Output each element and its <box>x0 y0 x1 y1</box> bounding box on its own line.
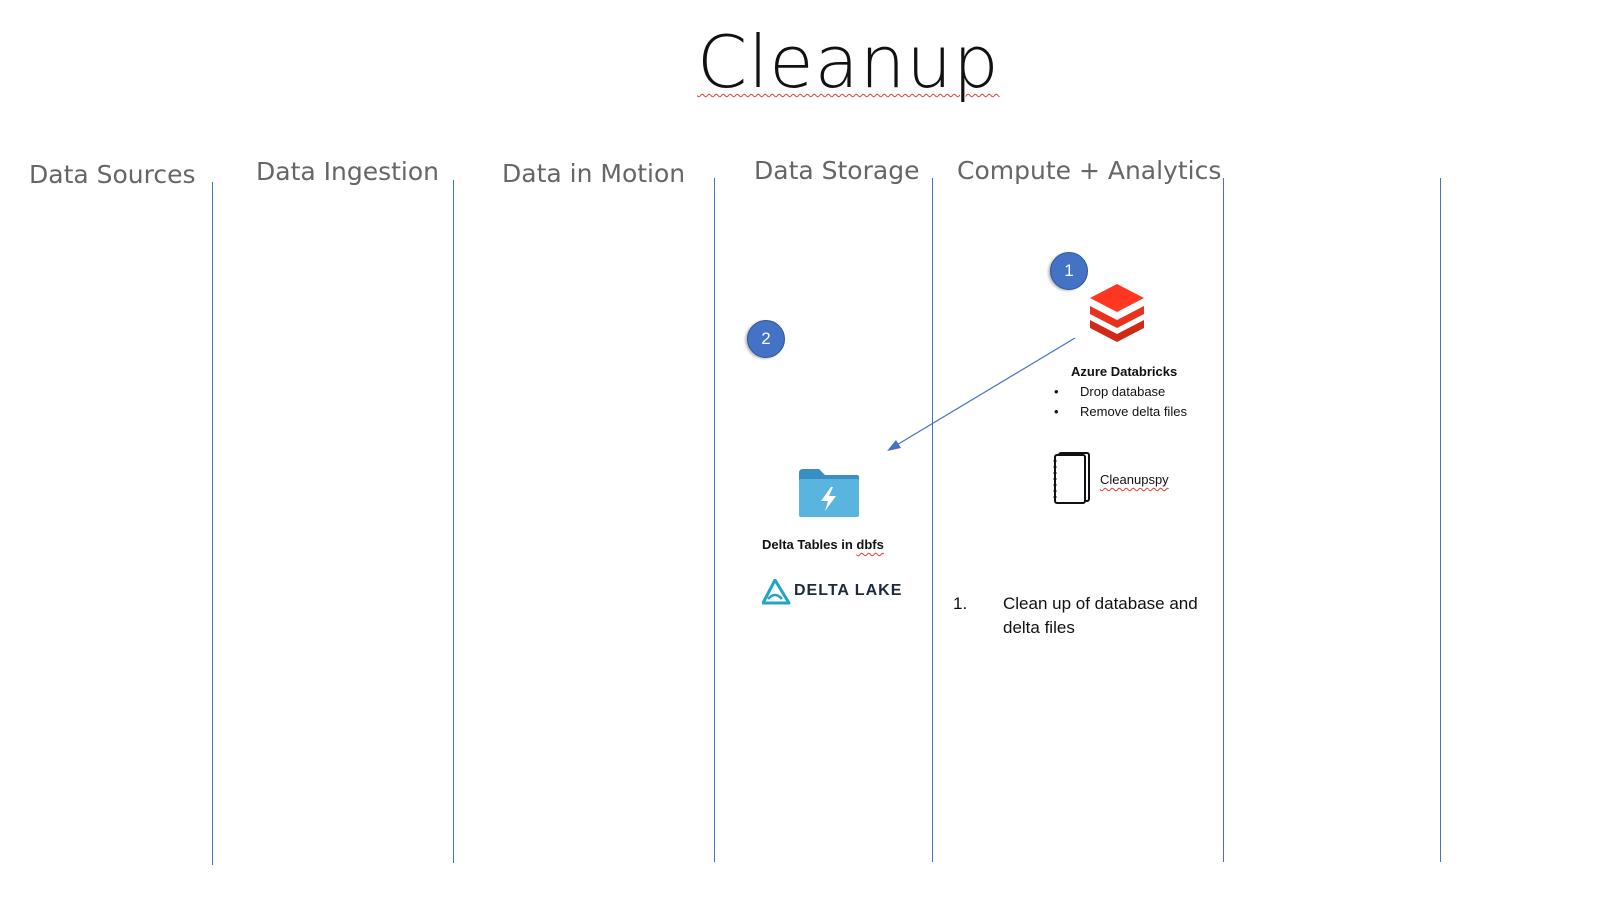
column-header-data-storage: Data Storage <box>754 156 920 185</box>
bullet-item: Remove delta files <box>1054 402 1187 422</box>
delta-lake-icon <box>762 579 791 605</box>
delta-lake-wordmark: DELTA LAKE <box>794 582 903 599</box>
column-divider <box>1440 178 1441 862</box>
step-badge-2: 2 <box>747 320 785 358</box>
notebook-icon <box>1053 452 1090 504</box>
bullet-item: Drop database <box>1054 382 1187 402</box>
notebook-label-prefix: Cleanup <box>1100 472 1149 487</box>
databricks-icon <box>1090 284 1144 342</box>
notebook-label: Cleanupspy <box>1100 472 1169 487</box>
column-header-data-sources: Data Sources <box>29 160 196 189</box>
column-divider <box>1223 178 1224 862</box>
column-divider <box>212 182 213 865</box>
note-number: 1. <box>953 594 968 613</box>
note-text: Clean up of database and delta files <box>1003 594 1198 637</box>
folder-bolt-icon <box>799 469 859 517</box>
delta-tables-label-word: dbfs <box>856 537 884 552</box>
notebook-label-suffix: spy <box>1148 472 1169 487</box>
databricks-title: Azure Databricks <box>1071 364 1178 379</box>
delta-tables-label: Delta Tables in dbfs <box>762 537 884 552</box>
databricks-bullet-list: Drop database Remove delta files <box>1054 382 1187 422</box>
step-badge-1: 1 <box>1050 252 1088 290</box>
column-divider <box>453 180 454 863</box>
column-header-data-ingestion: Data Ingestion <box>256 157 440 186</box>
column-header-compute-analytics: Compute + Analytics <box>957 156 1222 185</box>
column-header-data-in-motion: Data in Motion <box>502 159 686 188</box>
column-divider <box>714 178 715 862</box>
page-title: Cleanup <box>697 20 1000 104</box>
column-divider <box>932 178 933 862</box>
delta-tables-label-prefix: Delta Tables in <box>762 537 857 552</box>
